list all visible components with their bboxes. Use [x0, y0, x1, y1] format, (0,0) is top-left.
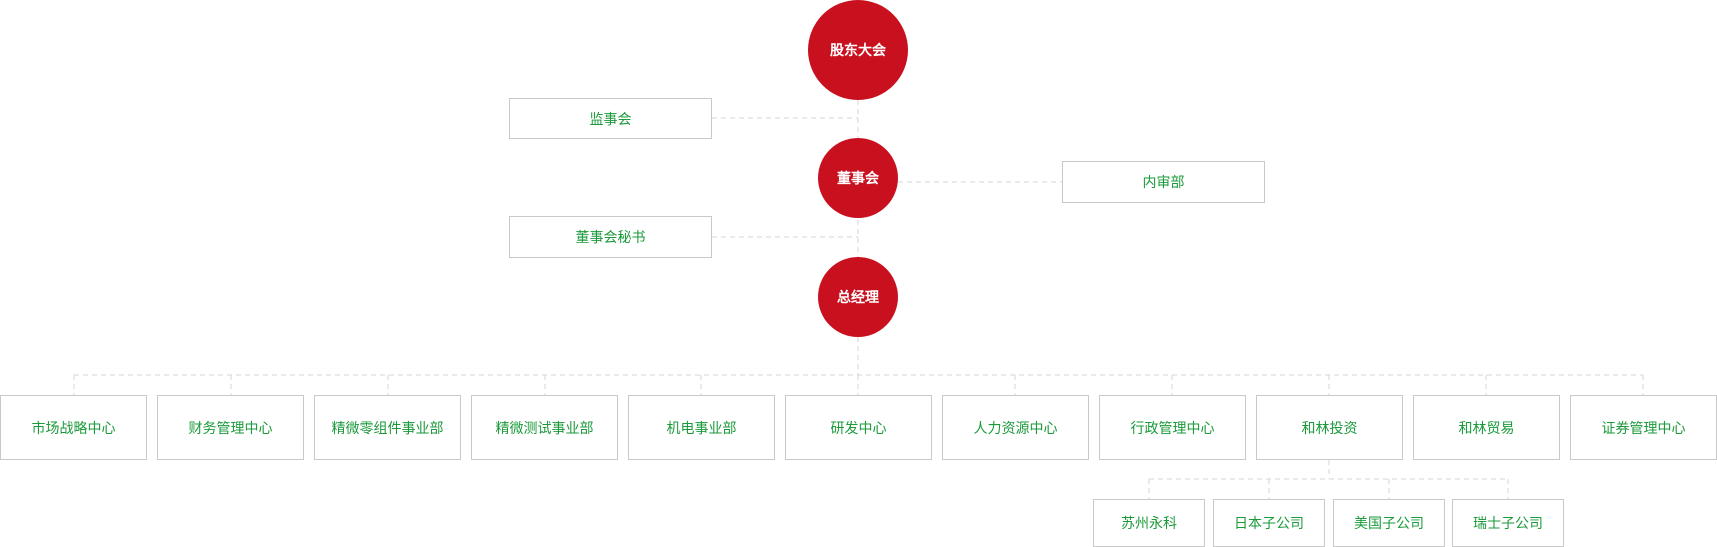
- node-label: 董事会: [837, 171, 879, 187]
- sub-japan: 日本子公司: [1213, 499, 1325, 547]
- dept-finance: 财务管理中心: [157, 395, 304, 460]
- dept-administration: 行政管理中心: [1099, 395, 1246, 460]
- node-label: 股东大会: [830, 43, 886, 59]
- sub-label: 日本子公司: [1234, 516, 1304, 532]
- dept-label: 机电事业部: [666, 420, 737, 437]
- node-board-secretary: 董事会秘书: [509, 216, 712, 258]
- node-board-of-directors: 董事会: [818, 138, 898, 218]
- dept-human-resources: 人力资源中心: [942, 395, 1089, 460]
- sub-label: 瑞士子公司: [1473, 516, 1543, 532]
- dept-label: 和林投资: [1301, 420, 1358, 437]
- node-label: 总经理: [837, 290, 879, 306]
- node-shareholders-meeting: 股东大会: [808, 0, 908, 100]
- sub-suzhou-yongke: 苏州永科: [1093, 499, 1205, 547]
- dept-helin-trade: 和林贸易: [1413, 395, 1560, 460]
- node-supervisory-board: 监事会: [509, 98, 712, 139]
- dept-label: 行政管理中心: [1130, 420, 1215, 437]
- dept-label: 财务管理中心: [188, 420, 273, 437]
- dept-precision-components: 精微零组件事业部: [314, 395, 461, 460]
- dept-rnd: 研发中心: [785, 395, 932, 460]
- dept-label: 市场战略中心: [31, 420, 116, 437]
- node-label: 内审部: [1142, 175, 1185, 191]
- dept-label: 精微零组件事业部: [331, 420, 444, 437]
- node-general-manager: 总经理: [818, 257, 898, 337]
- dept-helin-investment: 和林投资: [1256, 395, 1403, 460]
- dept-label: 研发中心: [830, 420, 887, 437]
- dept-precision-testing: 精微测试事业部: [471, 395, 618, 460]
- dept-market-strategy: 市场战略中心: [0, 395, 147, 460]
- sub-label: 美国子公司: [1354, 516, 1424, 532]
- node-internal-audit: 内审部: [1062, 161, 1265, 203]
- dept-label: 人力资源中心: [973, 420, 1058, 437]
- sub-label: 苏州永科: [1121, 516, 1177, 532]
- dept-electromechanical: 机电事业部: [628, 395, 775, 460]
- dept-label: 精微测试事业部: [495, 420, 594, 437]
- sub-usa: 美国子公司: [1333, 499, 1445, 547]
- dept-securities: 证券管理中心: [1570, 395, 1717, 460]
- node-label: 监事会: [589, 111, 632, 128]
- dept-label: 证券管理中心: [1601, 420, 1686, 437]
- node-label: 董事会秘书: [575, 230, 646, 246]
- dept-label: 和林贸易: [1458, 420, 1515, 437]
- sub-switzerland: 瑞士子公司: [1452, 499, 1564, 547]
